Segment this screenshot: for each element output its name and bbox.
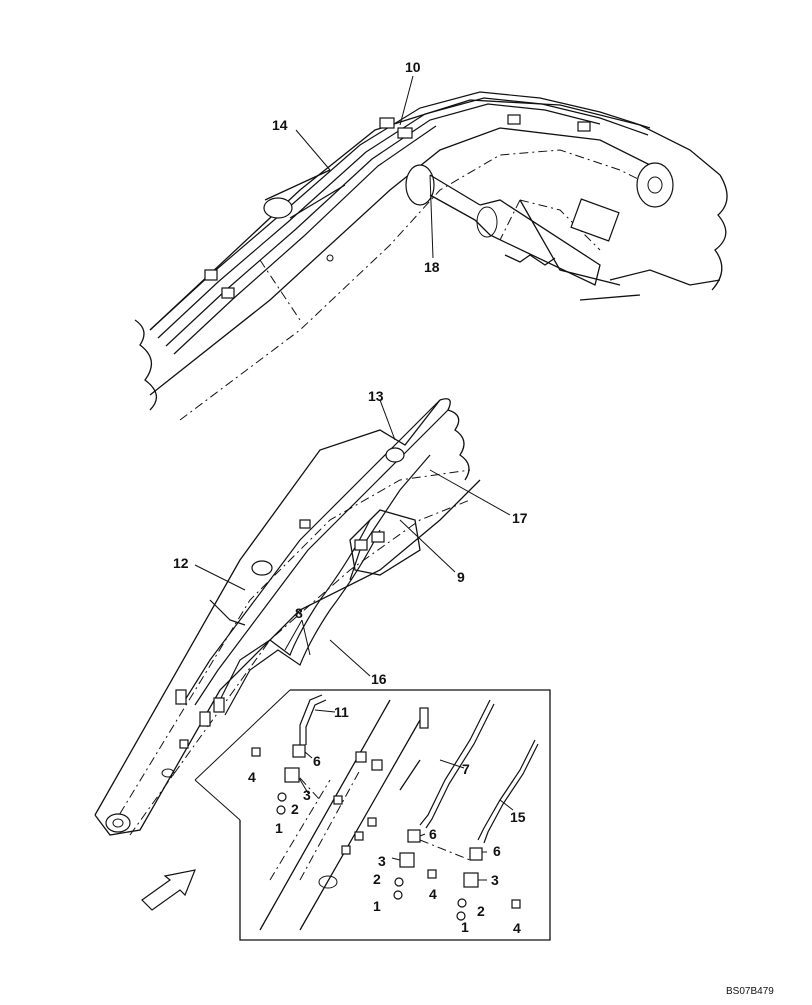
callout-4a: 4 <box>248 769 256 785</box>
callout-6b: 6 <box>429 826 437 842</box>
boom-foot-pin <box>636 162 674 208</box>
inset-pipe-section <box>419 707 429 729</box>
callout-17: 17 <box>512 510 528 526</box>
bolt-4 <box>251 747 261 757</box>
arm-outline <box>94 399 481 836</box>
callout-8: 8 <box>295 605 303 621</box>
drawing-code: BS07B479 <box>726 986 774 997</box>
callout-6a: 6 <box>313 753 321 769</box>
callout-2a: 2 <box>291 801 299 817</box>
callout-9: 9 <box>457 569 465 585</box>
boom-hidden-line <box>179 149 671 421</box>
callout-10: 10 <box>405 59 421 75</box>
arm-end-pin <box>105 813 131 833</box>
arm-view <box>94 398 481 911</box>
callout-18: 18 <box>424 259 440 275</box>
hose-7 <box>419 699 491 826</box>
callout-2b: 2 <box>373 871 381 887</box>
callout-15: 15 <box>510 809 526 825</box>
plug-1 <box>276 805 286 815</box>
detail-inset <box>194 689 551 941</box>
callouts: 10 14 18 13 17 12 9 8 16 11 7 15 6 4 3 2… <box>173 59 528 936</box>
callout-3a: 3 <box>303 787 311 803</box>
callout-4b: 4 <box>429 886 437 902</box>
hose-15 <box>477 739 536 841</box>
boom-outline <box>149 99 721 396</box>
boom-cylinder-end <box>405 164 435 206</box>
hose-bundle-arm <box>184 399 441 701</box>
o-ring-2 <box>277 792 287 802</box>
hose-clamp <box>379 117 395 129</box>
upper-boom-view <box>134 91 728 421</box>
callout-4c: 4 <box>513 920 521 936</box>
callout-12: 12 <box>173 555 189 571</box>
fitting-6 <box>292 744 306 758</box>
callout-1c: 1 <box>461 919 469 935</box>
hose-fitting <box>175 689 187 705</box>
callout-2c: 2 <box>477 903 485 919</box>
callout-6c: 6 <box>493 843 501 859</box>
callout-11: 11 <box>334 704 349 720</box>
block-3 <box>284 767 300 783</box>
callout-13: 13 <box>368 388 384 404</box>
leader-lines <box>194 75 514 881</box>
callout-16: 16 <box>371 671 387 687</box>
callout-1a: 1 <box>275 820 283 836</box>
hose-11 <box>299 694 323 745</box>
callout-3c: 3 <box>491 872 499 888</box>
callout-14: 14 <box>272 117 288 133</box>
boom-arm-pin <box>263 197 293 219</box>
view-direction-arrow <box>141 869 196 911</box>
hose-bundle-upper <box>149 91 651 331</box>
callout-3b: 3 <box>378 853 386 869</box>
callout-1b: 1 <box>373 898 381 914</box>
inset-frame <box>239 689 551 941</box>
boom-cylinder-rod <box>429 174 601 286</box>
callout-7: 7 <box>462 761 470 777</box>
